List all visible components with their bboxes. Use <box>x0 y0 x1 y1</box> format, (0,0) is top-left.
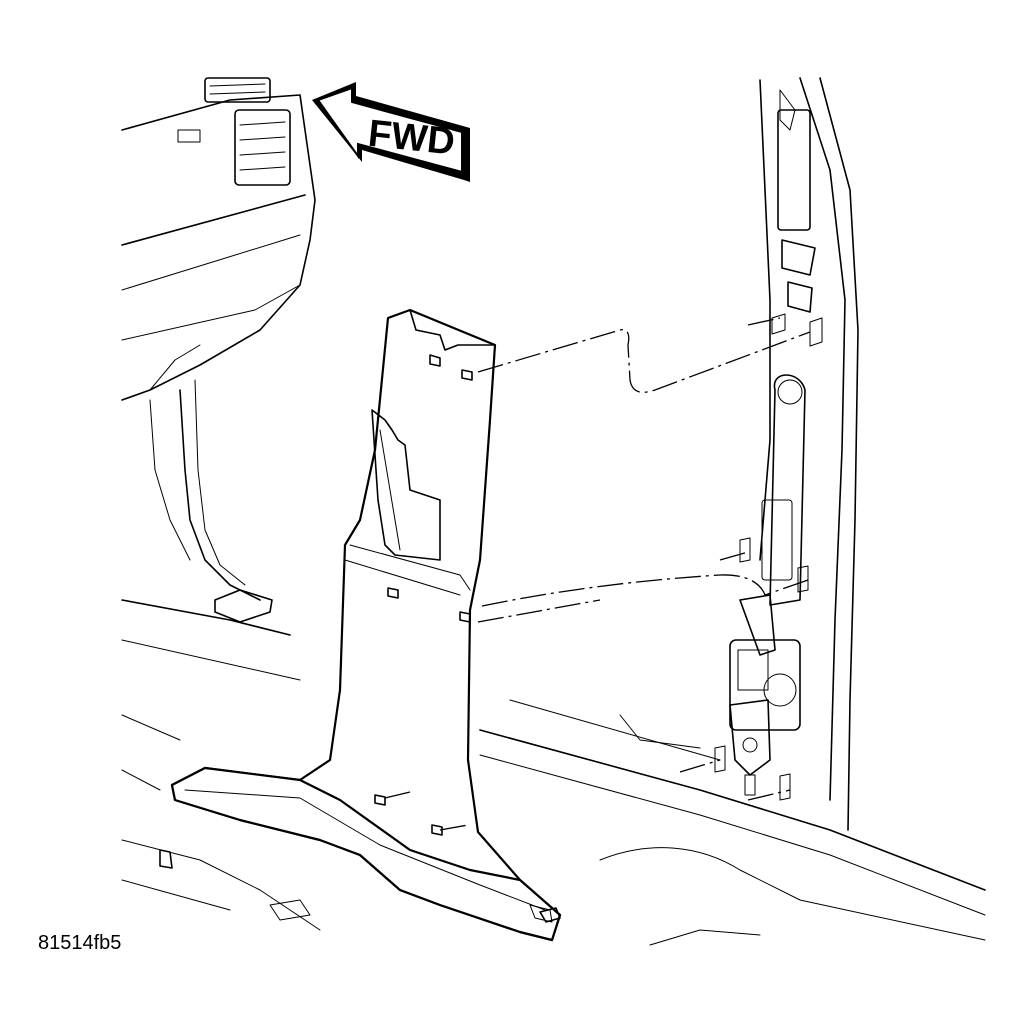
instrument-panel <box>121 77 316 401</box>
trim-clip-icon <box>461 369 473 381</box>
airbag-emblem-icon <box>177 129 201 143</box>
air-vent-icon <box>234 109 291 186</box>
trim-clip-icon <box>459 611 471 623</box>
figure-id-label: 81514fb5 <box>38 932 122 954</box>
belt-guide-slot <box>769 374 806 606</box>
belt-opening <box>371 409 441 561</box>
alignment-lines <box>384 313 823 831</box>
sill-clip-icon <box>214 589 273 623</box>
defrost-vent-icon <box>204 77 271 103</box>
fwd-label: FWD <box>366 113 456 164</box>
trim-clip-icon <box>429 354 441 367</box>
b-pillar-trim-panel <box>170 308 562 942</box>
front-door-opening <box>121 379 301 791</box>
seat-belt-retractor-icon <box>729 594 801 796</box>
trim-clip-icon <box>387 587 399 599</box>
b-pillar-body <box>479 77 986 946</box>
trim-clip-icon <box>374 794 386 806</box>
floor-stud-icon <box>159 849 173 869</box>
sill-end-clip-icon <box>539 907 561 923</box>
trim-clip-icon <box>431 824 443 836</box>
forward-direction-arrow: FWD <box>312 82 470 182</box>
floor-area <box>121 839 321 931</box>
